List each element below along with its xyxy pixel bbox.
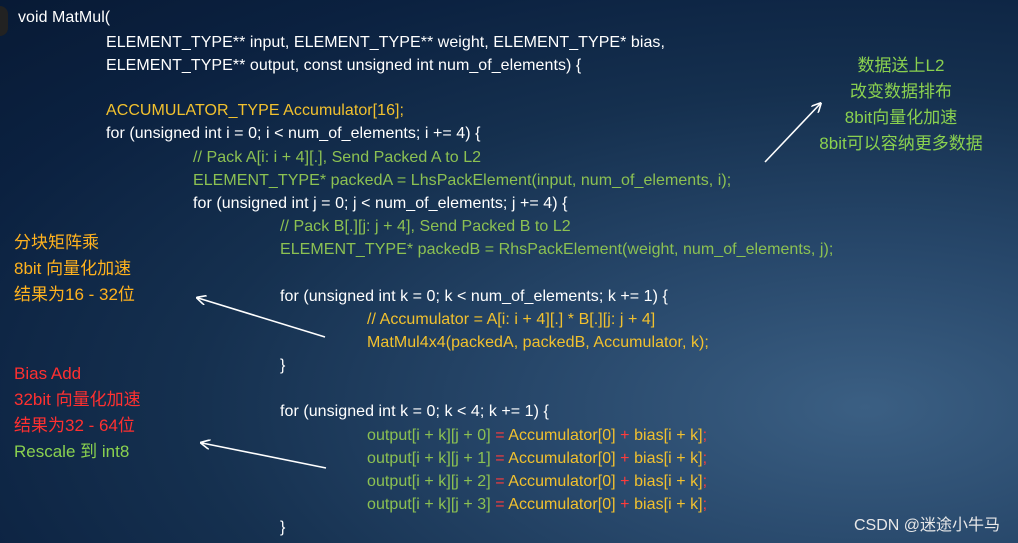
plus-op: + <box>615 473 635 490</box>
note-left-top-line-3: 结果为16 - 32位 <box>14 285 135 304</box>
accumulator-ref: Accumulator[0] <box>508 427 616 444</box>
bias-ref: bias[i + k] <box>634 473 703 490</box>
output-lhs: output[i + k][j + 2] <box>367 473 491 490</box>
bias-ref: bias[i + k] <box>634 427 703 444</box>
code-line-accumulator-decl: ACCUMULATOR_TYPE Accumulator[16]; <box>106 102 405 119</box>
code-line-params-2: ELEMENT_TYPE** output, const unsigned in… <box>106 57 582 74</box>
output-lhs: output[i + k][j + 1] <box>367 450 491 467</box>
pointer-marker <box>0 6 8 36</box>
code-line-close-brace-k: } <box>280 357 286 374</box>
plus-op: + <box>615 427 635 444</box>
assign-op: = <box>490 473 509 490</box>
note-left-bottom-line-2: 32bit 向量化加速 <box>14 390 141 409</box>
assign-op: = <box>490 450 509 467</box>
output-lhs: output[i + k][j + 0] <box>367 427 491 444</box>
plus-op: + <box>615 496 635 513</box>
accumulator-ref: Accumulator[0] <box>508 450 616 467</box>
code-line-for-k-matmul: for (unsigned int k = 0; k < num_of_elem… <box>280 288 668 305</box>
plus-op: + <box>615 450 635 467</box>
note-right-line-3: 8bit向量化加速 <box>844 108 958 127</box>
code-line-comment-pack-b: // Pack B[.][j: j + 4], Send Packed B to… <box>280 218 571 235</box>
note-left-bottom-line-1: Bias Add <box>14 364 82 383</box>
code-line-for-i: for (unsigned int i = 0; i < num_of_elem… <box>106 125 481 142</box>
code-line-close-brace-bias: } <box>280 519 286 536</box>
semicolon: ; <box>702 450 708 467</box>
note-right-line-4: 8bit可以容纳更多数据 <box>819 134 983 153</box>
code-line-output-0: output[i + k][j + 0] = Accumulator[0] + … <box>367 426 707 446</box>
note-left-bottom-rescale: Rescale 到 int8 <box>14 442 130 461</box>
accumulator-ref: Accumulator[0] <box>508 473 616 490</box>
note-left-top-line-1: 分块矩阵乘 <box>14 233 99 252</box>
note-right-l2-packing: 数据送上L2 改变数据排布 8bit向量化加速 8bit可以容纳更多数据 <box>798 53 1004 157</box>
code-line-params-1: ELEMENT_TYPE** input, ELEMENT_TYPE** wei… <box>106 34 665 51</box>
code-line-output-1: output[i + k][j + 1] = Accumulator[0] + … <box>367 449 707 469</box>
note-left-top-line-2: 8bit 向量化加速 <box>14 259 132 278</box>
code-line-for-j: for (unsigned int j = 0; j < num_of_elem… <box>193 195 568 212</box>
arrow-to-right-note <box>764 104 820 163</box>
semicolon: ; <box>702 496 708 513</box>
semicolon: ; <box>702 473 708 490</box>
output-lhs: output[i + k][j + 3] <box>367 496 491 513</box>
assign-op: = <box>490 427 509 444</box>
note-left-bottom-line-3: 结果为32 - 64位 <box>14 416 135 435</box>
code-line-matmul4x4-call: MatMul4x4(packedA, packedB, Accumulator,… <box>367 334 709 351</box>
note-left-bias-add: Bias Add 32bit 向量化加速 结果为32 - 64位 Rescale… <box>14 361 141 465</box>
code-line-comment-accumulator: // Accumulator = A[i: i + 4][.] * B[.][j… <box>367 311 656 328</box>
assign-op: = <box>490 496 509 513</box>
code-line-packed-b: ELEMENT_TYPE* packedB = RhsPackElement(w… <box>280 241 834 258</box>
code-line-function-signature: void MatMul( <box>18 9 111 26</box>
note-right-line-1: 数据送上L2 <box>857 56 945 75</box>
accumulator-ref: Accumulator[0] <box>508 496 616 513</box>
arrow-to-bias-note <box>202 443 327 469</box>
arrow-to-matmul-note <box>198 298 326 338</box>
note-left-matmul: 分块矩阵乘 8bit 向量化加速 结果为16 - 32位 <box>14 230 135 308</box>
watermark: CSDN @迷途小牛马 <box>853 517 1000 534</box>
code-line-packed-a: ELEMENT_TYPE* packedA = LhsPackElement(i… <box>193 172 732 189</box>
code-line-comment-pack-a: // Pack A[i: i + 4][.], Send Packed A to… <box>193 149 482 166</box>
code-line-for-k-bias: for (unsigned int k = 0; k < 4; k += 1) … <box>280 403 549 420</box>
bias-ref: bias[i + k] <box>634 450 703 467</box>
code-line-output-2: output[i + k][j + 2] = Accumulator[0] + … <box>367 472 707 492</box>
bias-ref: bias[i + k] <box>634 496 703 513</box>
semicolon: ; <box>702 427 708 444</box>
code-line-output-3: output[i + k][j + 3] = Accumulator[0] + … <box>367 495 707 515</box>
note-right-line-2: 改变数据排布 <box>850 82 952 101</box>
